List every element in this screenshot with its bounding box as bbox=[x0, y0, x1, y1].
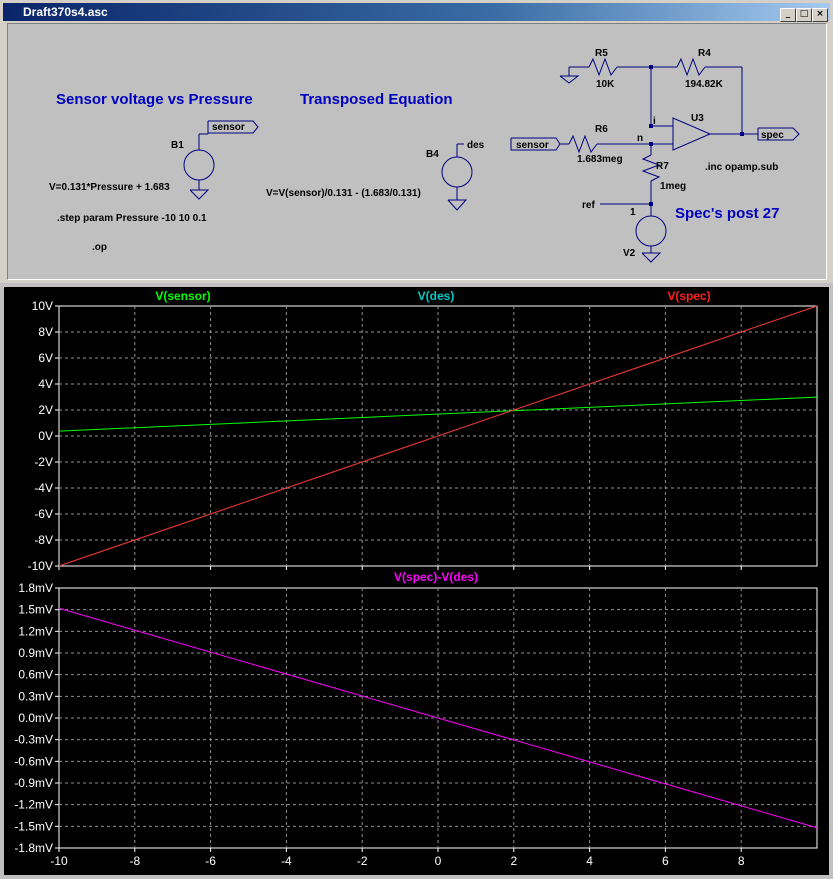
node-ref-label: ref bbox=[582, 200, 595, 211]
node-i-label: i bbox=[653, 116, 656, 127]
x-tick-label: -4 bbox=[281, 854, 292, 868]
legend-v-spec-minus-des[interactable]: V(spec)-V(des) bbox=[394, 570, 478, 584]
series-v-spec-v-des-[interactable] bbox=[58, 607, 818, 829]
y-tick-label: -0.6mV bbox=[14, 754, 53, 768]
r6-value: 1.683meg bbox=[577, 154, 623, 165]
maximize-button[interactable]: □ bbox=[796, 8, 812, 22]
x-tick-label: -8 bbox=[129, 854, 140, 868]
y-tick-label: 0V bbox=[38, 429, 53, 443]
b1-net-label: sensor bbox=[212, 122, 245, 133]
y-tick-label: 10V bbox=[32, 299, 53, 313]
y-tick-label: 1.5mV bbox=[18, 603, 53, 617]
u3-opamp[interactable] bbox=[672, 117, 712, 151]
x-tick-label: 8 bbox=[738, 854, 745, 868]
y-tick-label: -4V bbox=[34, 481, 53, 495]
legend-v-sensor[interactable]: V(sensor) bbox=[155, 289, 210, 303]
b1-ref: B1 bbox=[171, 140, 184, 151]
y-tick-label: -6V bbox=[34, 507, 53, 521]
step-directive[interactable]: .step param Pressure -10 10 0.1 bbox=[57, 213, 207, 224]
r5-value: 10K bbox=[596, 79, 615, 90]
waveform-window: V(sensor) V(des) V(spec) V(spec)-V(des) … bbox=[0, 283, 833, 879]
b1-source-symbol[interactable] bbox=[183, 149, 215, 181]
y-tick-label: 1.8mV bbox=[18, 581, 53, 595]
v2-value: 1 bbox=[630, 207, 636, 218]
x-tick-label: -2 bbox=[357, 854, 368, 868]
x-tick-label: 2 bbox=[510, 854, 517, 868]
r5-resistor[interactable] bbox=[588, 57, 618, 77]
b1-expression: V=0.131*Pressure + 1.683 bbox=[49, 182, 170, 193]
x-tick-label: -10 bbox=[50, 854, 68, 868]
b4-ref: B4 bbox=[426, 149, 439, 160]
legend-v-spec[interactable]: V(spec) bbox=[667, 289, 710, 303]
y-tick-label: 8V bbox=[38, 325, 53, 339]
x-tick-label: 0 bbox=[435, 854, 442, 868]
v2-source-symbol[interactable] bbox=[635, 215, 667, 247]
window-title: Draft370s4.asc bbox=[23, 5, 108, 19]
plot-background bbox=[4, 287, 829, 875]
y-tick-label: 0.6mV bbox=[18, 668, 53, 682]
y-tick-label: -8V bbox=[34, 533, 53, 547]
waveform-plot[interactable]: V(sensor) V(des) V(spec) V(spec)-V(des) … bbox=[0, 283, 833, 879]
bottom-pane: 1.8mV 1.5mV 1.2mV 0.9mV 0.6mV 0.3mV 0.0mV -0.3m… bbox=[14, 581, 818, 868]
y-tick-label: 0.9mV bbox=[18, 646, 53, 660]
r4-resistor[interactable] bbox=[676, 57, 706, 77]
spec-post-note[interactable]: Spec's post 27 bbox=[675, 205, 779, 222]
schematic-canvas[interactable]: sensor B1 V=0.131*Pressure + 1.683 .step… bbox=[7, 23, 827, 280]
y-tick-label: 1.2mV bbox=[18, 624, 53, 638]
v2-ref: V2 bbox=[623, 248, 636, 259]
sensor-input-label: sensor bbox=[516, 140, 549, 151]
minimize-button[interactable]: _ bbox=[780, 8, 796, 22]
b4-expression: V=V(sensor)/0.131 - (1.683/0.131) bbox=[266, 188, 421, 199]
r7-value: 1meg bbox=[660, 181, 686, 192]
y-tick-label: -0.9mV bbox=[14, 776, 53, 790]
y-tick-label: 2V bbox=[38, 403, 53, 417]
legend-v-des[interactable]: V(des) bbox=[418, 289, 455, 303]
schematic-drawing: sensor B1 V=0.131*Pressure + 1.683 .step… bbox=[49, 48, 800, 263]
inc-directive[interactable]: .inc opamp.sub bbox=[705, 162, 778, 173]
u3-ref: U3 bbox=[691, 113, 704, 124]
series-v-spec-[interactable] bbox=[58, 305, 818, 567]
r6-resistor[interactable] bbox=[568, 134, 598, 154]
r5-ref: R5 bbox=[595, 48, 608, 59]
y-tick-label: -1.2mV bbox=[14, 798, 53, 812]
node-n-label: n bbox=[637, 133, 643, 144]
y-tick-label: 4V bbox=[38, 377, 53, 391]
heading-sensor-voltage[interactable]: Sensor voltage vs Pressure bbox=[56, 91, 253, 108]
heading-transposed-equation[interactable]: Transposed Equation bbox=[300, 91, 453, 108]
r4-value: 194.82K bbox=[685, 79, 724, 90]
close-button[interactable]: × bbox=[812, 8, 828, 22]
r4-ref: R4 bbox=[698, 48, 711, 59]
spec-output-label: spec bbox=[761, 130, 784, 141]
y-tick-label: 6V bbox=[38, 351, 53, 365]
x-tick-label: 6 bbox=[662, 854, 669, 868]
y-tick-label: -10V bbox=[28, 559, 53, 573]
x-tick-label: -6 bbox=[205, 854, 216, 868]
y-tick-label: -1.8mV bbox=[14, 841, 53, 855]
y-tick-label: -2V bbox=[34, 455, 53, 469]
r7-resistor[interactable] bbox=[641, 154, 661, 182]
r7-ref: R7 bbox=[656, 161, 669, 172]
b4-source-symbol[interactable] bbox=[441, 156, 473, 188]
y-tick-label: -0.3mV bbox=[14, 733, 53, 747]
series-v-sensor-[interactable] bbox=[58, 396, 818, 432]
schematic-window: Draft370s4.asc _ □ × bbox=[0, 0, 833, 283]
op-directive[interactable]: .op bbox=[92, 242, 107, 253]
top-pane: 10V 8V 6V 4V 2V 0V -2V -4V -6V -8V -10V bbox=[28, 299, 818, 573]
y-tick-label: 0.3mV bbox=[18, 689, 53, 703]
y-tick-label: 0.0mV bbox=[18, 711, 53, 725]
y-tick-label: -1.5mV bbox=[14, 819, 53, 833]
b4-net-label: des bbox=[467, 140, 485, 151]
r6-ref: R6 bbox=[595, 124, 608, 135]
x-tick-label: 4 bbox=[586, 854, 593, 868]
title-bar[interactable]: Draft370s4.asc _ □ × bbox=[3, 3, 830, 22]
